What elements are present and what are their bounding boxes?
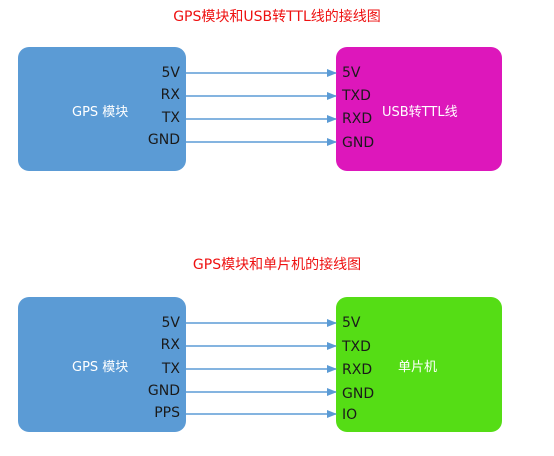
gps-pin-gnd: GND [147, 132, 180, 148]
gps-pin-5v: 5V [161, 65, 180, 81]
gps-module-box: GPS 模块 [18, 47, 186, 171]
gps-module-box: GPS 模块 [18, 297, 186, 432]
mcu-pin-5v: 5V [342, 315, 361, 331]
usb-ttl-pin-txd: TXD [342, 88, 371, 104]
mcu-pin-rxd: RXD [342, 362, 373, 378]
gps-pin-tx: TX [161, 110, 180, 126]
mcu-pin-io: IO [342, 407, 358, 423]
usb-ttl-label: USB转TTL线 [382, 105, 458, 120]
mcu-pin-gnd: GND [342, 386, 375, 402]
mcu-box: 单片机 [336, 297, 502, 432]
diagram1-title: GPS模块和USB转TTL线的接线图 [173, 9, 381, 25]
gps-pin-5v: 5V [161, 315, 180, 331]
gps-pin-tx: TX [161, 361, 180, 377]
usb-ttl-box: USB转TTL线 [336, 47, 502, 171]
gps-pin-gnd: GND [147, 383, 180, 399]
gps-pin-rx: RX [160, 87, 180, 103]
usb-ttl-pin-gnd: GND [342, 135, 375, 151]
mcu-label: 单片机 [398, 360, 438, 375]
gps-module-label: GPS 模块 [72, 360, 129, 375]
usb-ttl-pin-5v: 5V [342, 65, 361, 81]
mcu-pin-txd: TXD [342, 339, 371, 355]
gps-pin-pps: PPS [154, 405, 180, 421]
usb-ttl-pin-rxd: RXD [342, 111, 373, 127]
gps-pin-rx: RX [160, 337, 180, 353]
gps-module-label: GPS 模块 [72, 105, 129, 120]
diagram2-title: GPS模块和单片机的接线图 [192, 257, 362, 273]
